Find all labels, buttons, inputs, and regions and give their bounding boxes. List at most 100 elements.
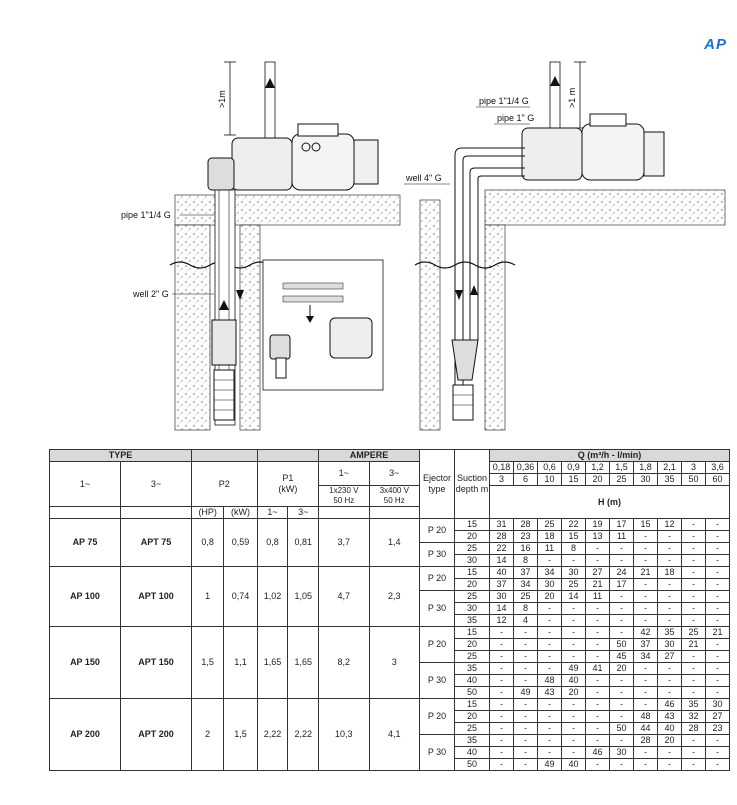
head-value: - [657, 530, 682, 543]
p2-header: P2 [191, 461, 258, 507]
head-value: - [681, 746, 706, 759]
head-value: 34 [537, 566, 562, 579]
model-name-1ph: AP 150 [49, 626, 121, 699]
installation-drawings: >1m pipe 1"1/4 G well 2" G [121, 61, 726, 431]
head-value: - [585, 758, 610, 771]
head-value: - [537, 650, 562, 663]
head-value: 41 [585, 662, 610, 675]
ampere-header: AMPERE [318, 449, 420, 462]
model-name-3ph: APT 200 [120, 698, 192, 771]
performance-table: TYPE AMPERE Ejector type Suction depth m… [49, 449, 730, 771]
head-value: - [705, 758, 730, 771]
head-value: 21 [705, 626, 730, 639]
p2-kw-value: 1,1 [223, 626, 258, 699]
head-value: - [537, 698, 562, 711]
head-value: 20 [561, 686, 586, 699]
q-lmin: 10 [537, 473, 562, 486]
p2-kw-value: 0,74 [223, 566, 258, 627]
head-value: - [537, 554, 562, 567]
head-value: - [705, 650, 730, 663]
head-value: - [489, 674, 514, 687]
p2-kw-value: 0,59 [223, 518, 258, 567]
head-value: - [537, 614, 562, 627]
head-value: 8 [561, 542, 586, 555]
head-value: - [633, 554, 658, 567]
suction-depth: 40 [454, 674, 490, 687]
head-value: 25 [537, 518, 562, 531]
q-lmin: 20 [585, 473, 610, 486]
suction-depth: 35 [454, 614, 490, 627]
head-value: - [681, 554, 706, 567]
head-value: 14 [561, 590, 586, 603]
p2-hp-value: 1,5 [190, 626, 225, 699]
q-lmin: 35 [657, 473, 682, 486]
head-value: 15 [633, 518, 658, 531]
right-well-label: well 4" G [405, 173, 442, 183]
head-value: - [609, 554, 634, 567]
head-value: 15 [561, 530, 586, 543]
head-value: 14 [489, 554, 514, 567]
head-value: - [609, 602, 634, 615]
head-value: - [537, 722, 562, 735]
head-value: 13 [585, 530, 610, 543]
head-value: 46 [657, 698, 682, 711]
head-value: - [705, 542, 730, 555]
h-header: H (m) [489, 485, 730, 519]
head-value: - [657, 602, 682, 615]
amp-1ph-value: 10,3 [318, 698, 370, 771]
suction-depth: 35 [454, 734, 490, 747]
head-value: - [705, 638, 730, 651]
head-value: - [681, 686, 706, 699]
suction-depth: 20 [454, 530, 490, 543]
head-value: - [633, 746, 658, 759]
suction-depth: 20 [454, 578, 490, 591]
head-value: - [657, 590, 682, 603]
amp-1ph-value: 3,7 [318, 518, 370, 567]
suction-depth: 25 [454, 722, 490, 735]
head-value: - [705, 734, 730, 747]
col-3ph: 3~ [120, 461, 192, 507]
head-value: - [633, 530, 658, 543]
head-value: - [585, 698, 610, 711]
head-value: 22 [561, 518, 586, 531]
head-value: - [513, 758, 538, 771]
p1-1ph: 1~ [256, 506, 289, 519]
suction-depth: 20 [454, 710, 490, 723]
head-value: - [513, 710, 538, 723]
head-value: - [513, 650, 538, 663]
head-value: - [657, 542, 682, 555]
head-value: 25 [513, 590, 538, 603]
head-value: 34 [513, 578, 538, 591]
head-value: 21 [681, 638, 706, 651]
head-value: - [561, 698, 586, 711]
head-value: - [633, 590, 658, 603]
head-value: 50 [609, 722, 634, 735]
head-value: - [657, 578, 682, 591]
head-value: - [489, 626, 514, 639]
head-value: 17 [609, 518, 634, 531]
head-value: - [681, 602, 706, 615]
head-value: 28 [633, 734, 658, 747]
head-value: - [489, 710, 514, 723]
head-value: 11 [537, 542, 562, 555]
head-value: 42 [633, 626, 658, 639]
head-value: - [705, 578, 730, 591]
head-value: - [633, 542, 658, 555]
suction-depth: 15 [454, 698, 490, 711]
model-name-3ph: APT 150 [120, 626, 192, 699]
suction-depth: 25 [454, 542, 490, 555]
head-value: - [657, 674, 682, 687]
head-value: 30 [561, 566, 586, 579]
head-value: - [657, 686, 682, 699]
head-value: 16 [513, 542, 538, 555]
head-value: 28 [489, 530, 514, 543]
